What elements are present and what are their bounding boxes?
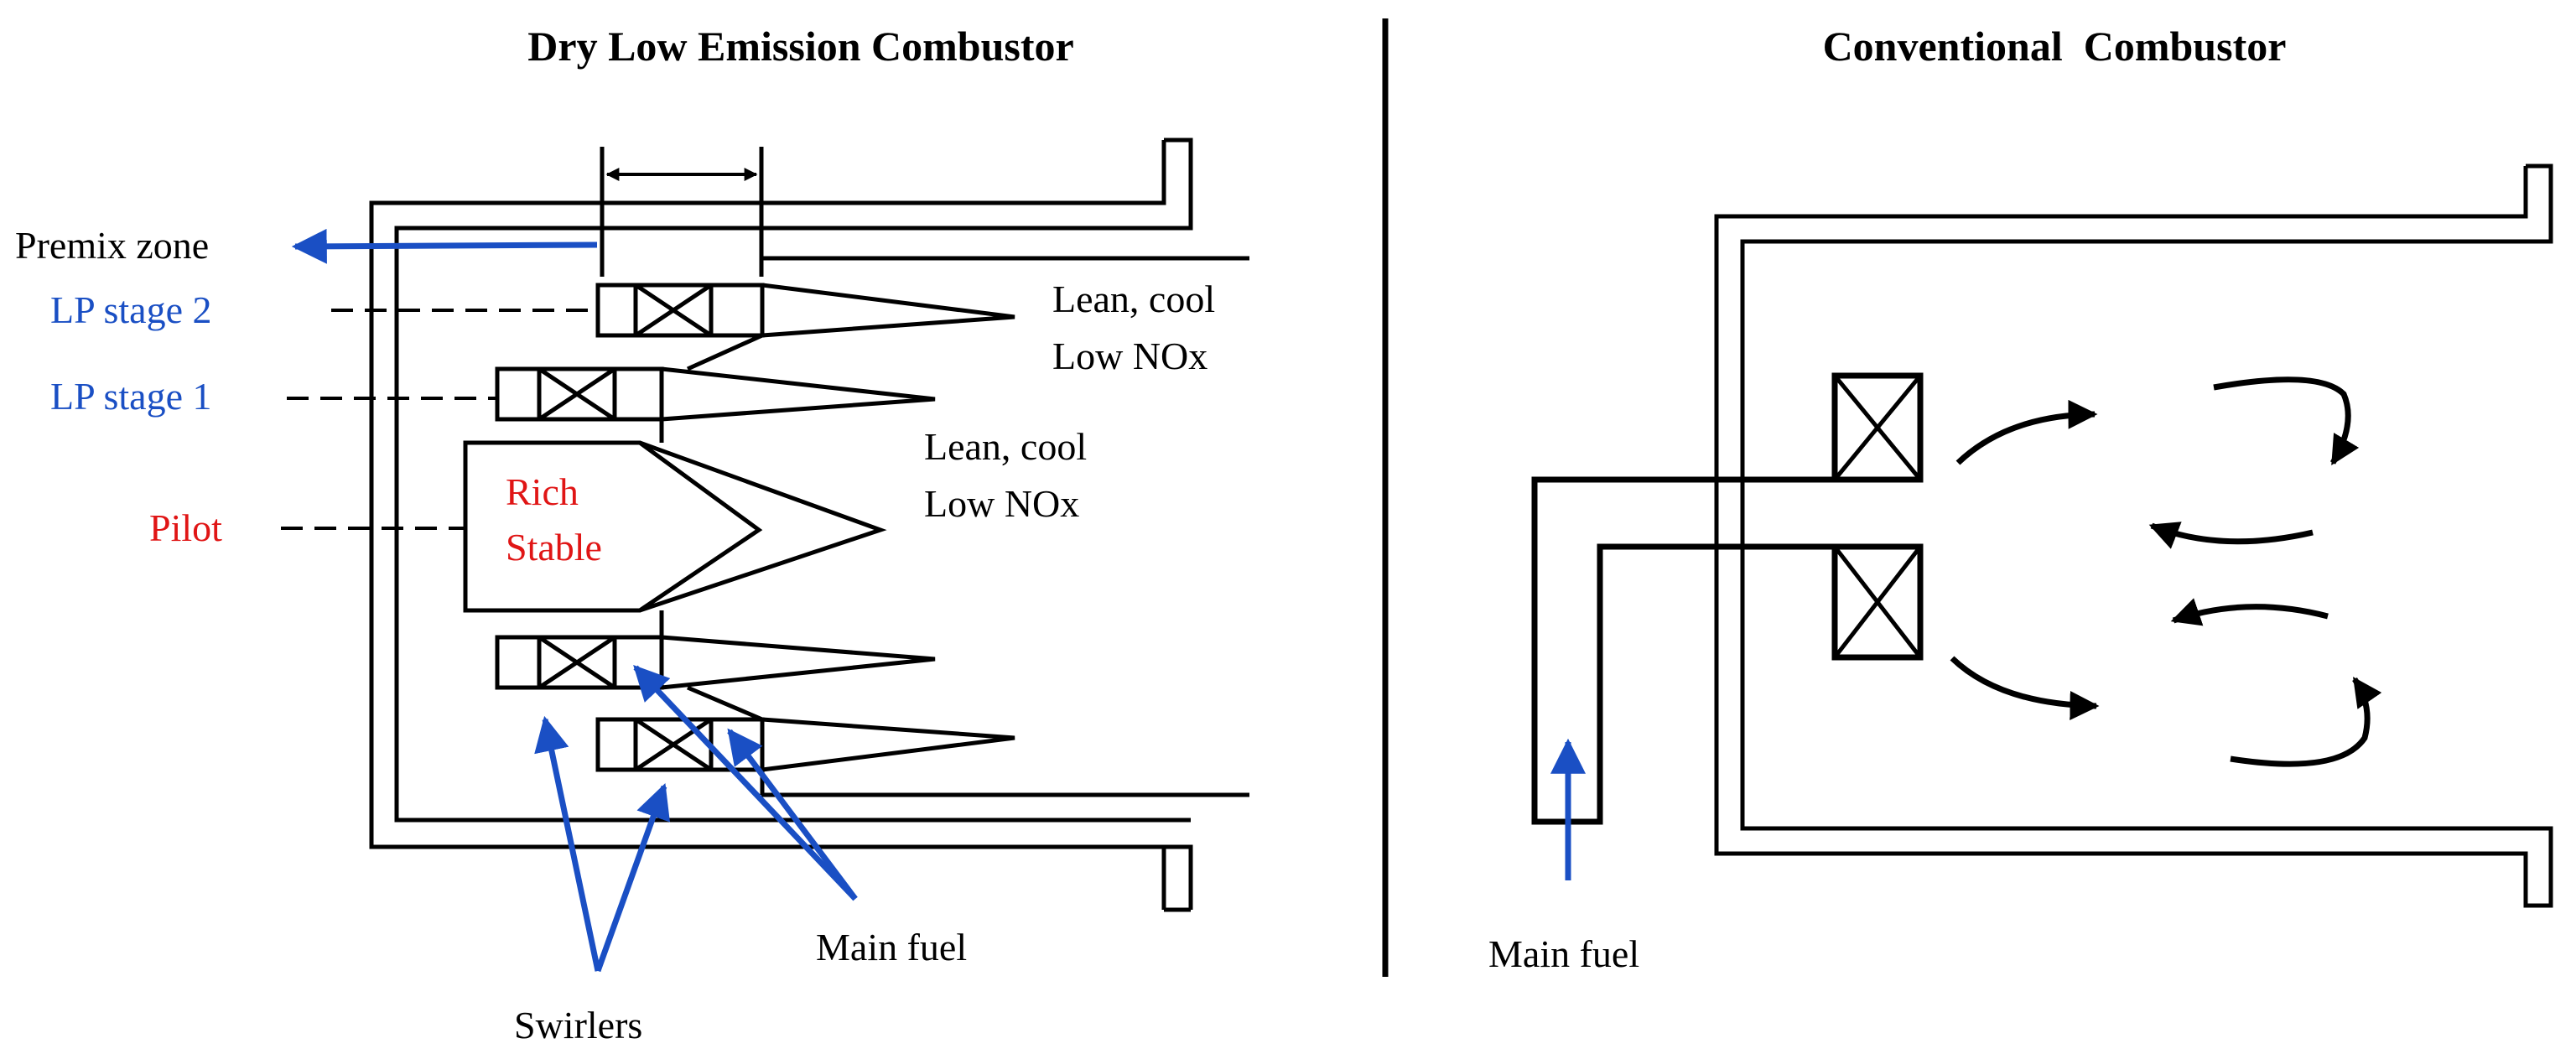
main-fuel-label-right: Main fuel [1488,932,1639,975]
main-fuel-arrows-left [633,664,858,901]
dle-casing [369,138,1249,912]
swirlers-label: Swirlers [514,1004,642,1046]
premix-zone-label: Premix zone [15,224,209,267]
fuel-nozzle [1531,476,1920,825]
rich-label: Rich [506,470,579,513]
lp-stage-1-upper [495,333,936,422]
lean-cool-middle: Lean, cool [924,425,1087,468]
premix-zone-dimension [600,147,764,277]
lp-stage-1-lower [495,635,936,722]
premix-zone-arrow [291,228,598,264]
lp-stage-2-label: LP stage 2 [50,288,212,331]
lean-cool-upper: Lean, cool [1052,278,1215,320]
lp-stage-1-label: LP stage 1 [50,375,212,418]
stable-label: Stable [506,526,602,568]
pilot-label: Pilot [149,506,222,549]
main-fuel-label-left: Main fuel [816,926,967,968]
lp-stage-2-upper [595,283,1015,338]
swirler-arrows [534,715,670,973]
conventional-casing [1714,164,2553,908]
conventional-swirler [1831,372,1924,661]
pilot-body [463,419,887,637]
lp-stage-2-lower [595,717,1015,795]
low-nox-upper: Low NOx [1052,335,1208,377]
right-title: Conventional Combustor [1823,23,2287,70]
low-nox-middle: Low NOx [924,482,1079,525]
recirculation-arrows [1950,376,2382,767]
left-title: Dry Low Emission Combustor [527,23,1073,70]
